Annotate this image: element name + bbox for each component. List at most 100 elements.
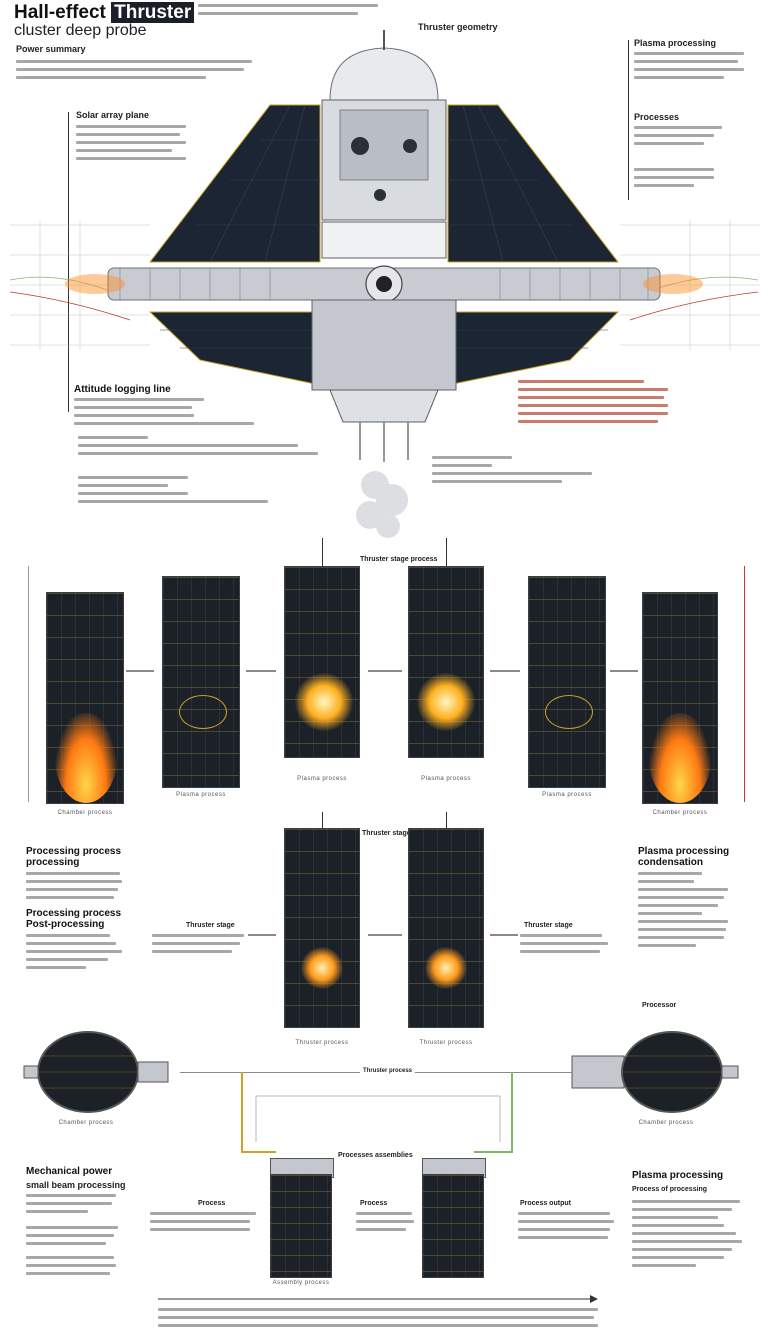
processes-text <box>634 126 722 150</box>
plasma-section-heading: Plasma processing <box>634 38 717 48</box>
attitude-text <box>74 398 254 430</box>
row4-mid-right-text <box>356 1212 414 1236</box>
row2-connector <box>490 934 518 936</box>
row1-connector <box>368 670 402 672</box>
footnote-arrow <box>158 1295 598 1303</box>
attitude-text-2 <box>78 436 318 460</box>
row2-right-heading: Plasma processing condensation <box>638 846 730 868</box>
assembly-module-right <box>422 1174 484 1278</box>
row2-left-heading-2: Processing process Post-processing <box>26 908 122 930</box>
row3-caption: Chamber process <box>638 1120 694 1126</box>
right-axis <box>744 566 745 802</box>
row2-mid-left-label: Thruster stage <box>186 922 235 929</box>
telemetry-text-2 <box>432 456 592 488</box>
row2-caption: Thruster process <box>419 1040 473 1046</box>
row4-center-label: Processes assemblies <box>338 1152 413 1159</box>
row4-right-mid-text <box>518 1212 614 1244</box>
thruster-panel-2 <box>162 576 240 788</box>
row1-connector <box>490 670 520 672</box>
orbit-ring-icon <box>179 695 227 729</box>
thruster-panel-5 <box>528 576 606 788</box>
row1-center-label: Thruster stage process <box>360 556 438 563</box>
row1-connector <box>126 670 154 672</box>
processes-text-2 <box>634 168 714 192</box>
row4-right-subheading: Process of processing <box>632 1186 708 1193</box>
solar-section-heading: Solar array plane <box>76 110 150 120</box>
row2-connector <box>248 934 276 936</box>
thruster-panel-8 <box>408 828 484 1028</box>
leader-line-right <box>628 40 629 200</box>
thruster-panel-7 <box>284 828 360 1028</box>
plasma-burst-icon <box>295 673 353 731</box>
row2-left-text-2 <box>26 934 122 974</box>
row4-right-heading: Plasma processing <box>632 1170 724 1181</box>
row4-left-text-3 <box>26 1256 116 1280</box>
orbit-ring-icon <box>545 695 593 729</box>
row1-connector <box>610 670 638 672</box>
row1-caption: Plasma process <box>176 792 226 798</box>
row1-pin-a <box>322 538 323 566</box>
row2-mid-right-label: Thruster stage <box>524 922 573 929</box>
spacecraft-probe-illustration <box>9 30 760 538</box>
row4-left-text-2 <box>26 1226 118 1250</box>
exhaust-cloud-icon <box>356 471 408 538</box>
row4-mid-right-label: Process <box>360 1200 388 1207</box>
plasma-plume-icon <box>649 713 711 803</box>
row1-connector <box>246 670 276 672</box>
row2-mid-right-text <box>520 934 608 958</box>
processes-subheading: Processes <box>634 112 680 122</box>
row2-left-heading-1: Processing process processing <box>26 846 122 868</box>
row2-pin-b <box>446 812 447 828</box>
row1-caption: Plasma process <box>421 776 471 782</box>
top-center-label: Thruster geometry <box>418 22 498 32</box>
row4-left-heading-1: Mechanical power <box>26 1166 113 1177</box>
row2-mid-left-text <box>152 934 244 958</box>
row4-mid-left-label: Process <box>198 1200 226 1207</box>
row4-right-mid-label: Process output <box>520 1200 571 1207</box>
solar-section-text <box>76 125 186 165</box>
plasma-burst-icon <box>417 673 475 731</box>
thruster-panel-4 <box>408 566 484 758</box>
leader-line-left <box>68 112 69 412</box>
row4-mid-left-text <box>150 1212 256 1236</box>
thruster-panel-3 <box>284 566 360 758</box>
row3-right-label: Processor <box>642 1002 677 1009</box>
row4-left-heading-2: small beam processing <box>26 1180 126 1190</box>
row4-right-text <box>632 1200 742 1272</box>
chamber-disk-left <box>23 1031 169 1113</box>
title-text-highlight: Thruster <box>111 2 195 23</box>
thruster-panel-6 <box>642 592 718 804</box>
plasma-burst-icon <box>425 947 467 989</box>
row1-pin-b <box>446 538 447 566</box>
row1-caption: Chamber process <box>652 810 708 816</box>
row3-center-label: Thruster process <box>360 1068 416 1074</box>
row2-top-label: Thruster stage <box>362 830 411 837</box>
left-axis <box>28 566 29 802</box>
plasma-plume-icon <box>55 713 117 803</box>
attitude-heading: Attitude logging line <box>74 384 171 395</box>
assembly-module-left <box>270 1174 332 1278</box>
row2-pin-a <box>322 812 323 828</box>
row4-caption: Assembly process <box>272 1280 330 1286</box>
page-title: Hall-effect Thruster <box>14 2 195 24</box>
telemetry-text <box>518 380 668 428</box>
page-subtitle: cluster deep probe <box>14 22 147 39</box>
row2-connector <box>368 934 402 936</box>
flow-lines <box>241 1072 513 1153</box>
thruster-panel-1 <box>46 592 124 804</box>
row2-left-text-1 <box>26 872 122 904</box>
attitude-text-3 <box>78 476 268 508</box>
row1-caption: Plasma process <box>542 792 592 798</box>
intro-text <box>16 60 252 84</box>
row3-caption: Chamber process <box>58 1120 114 1126</box>
row1-caption: Chamber process <box>57 810 113 816</box>
row1-caption: Plasma process <box>297 776 347 782</box>
intro-heading: Power summary <box>16 44 86 54</box>
row2-right-text <box>638 872 728 952</box>
row4-left-text-1 <box>26 1194 116 1218</box>
footnote-text <box>158 1308 598 1332</box>
chamber-disk-right <box>571 1031 739 1113</box>
row2-caption: Thruster process <box>295 1040 349 1046</box>
plasma-section-text <box>634 52 744 84</box>
title-text-a: Hall-effect <box>14 2 112 23</box>
